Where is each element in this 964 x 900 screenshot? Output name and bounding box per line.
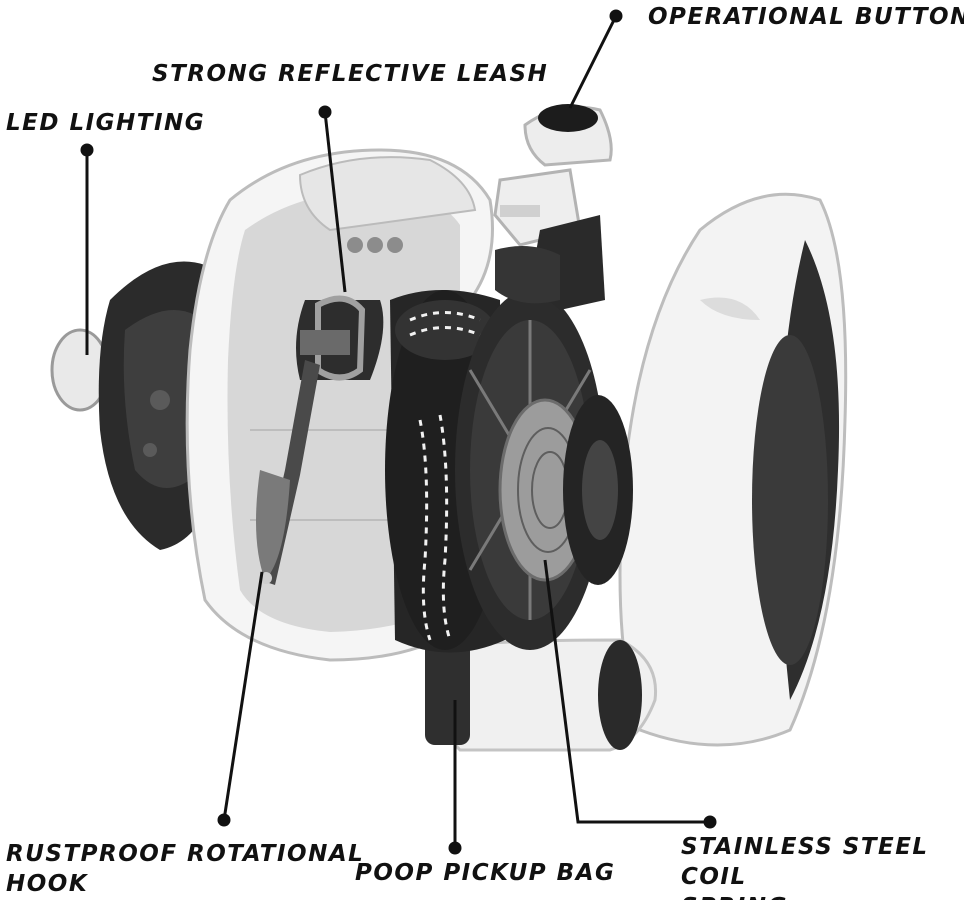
label-coil-spring-line1: STAINLESS STEEL COIL: [681, 834, 929, 890]
rotational-hook: [256, 295, 384, 585]
label-rotational-hook: RUSTPROOF ROTATIONAL HOOK: [6, 839, 364, 899]
leader-dot-operational-button: [609, 9, 623, 23]
leader-operational-button: [568, 15, 618, 109]
spring-plate: [455, 290, 633, 650]
label-reflective-leash: STRONG REFLECTIVE LEASH: [152, 61, 549, 87]
leader-dot-reflective-leash: [318, 105, 332, 119]
leader-coil-spring: [543, 559, 710, 824]
right-shell: [618, 192, 848, 747]
leader-dot-poop-bag: [448, 841, 462, 855]
label-operational-button: OPERATIONAL BUTTON: [648, 4, 964, 30]
operational-button-assembly: [493, 104, 613, 310]
leader-dot-coil-spring: [703, 815, 717, 829]
leader-reflective-leash: [323, 111, 347, 293]
label-poop-bag: POOP PICKUP BAG: [355, 860, 616, 886]
callout-lines: [80, 9, 717, 855]
label-rotational-hook-line1: RUSTPROOF ROTATIONAL: [6, 841, 365, 867]
label-led-lighting: LED LIGHTING: [6, 110, 206, 136]
handle-bar: [425, 638, 658, 752]
label-coil-spring: STAINLESS STEEL COIL SPRING: [681, 832, 964, 900]
label-coil-spring-line2: SPRING: [681, 892, 964, 900]
leader-dot-rotational-hook: [217, 813, 231, 827]
leader-rotational-hook: [222, 571, 264, 821]
leader-dot-led-lighting: [80, 143, 94, 157]
label-rotational-hook-line2: HOOK: [6, 871, 89, 897]
